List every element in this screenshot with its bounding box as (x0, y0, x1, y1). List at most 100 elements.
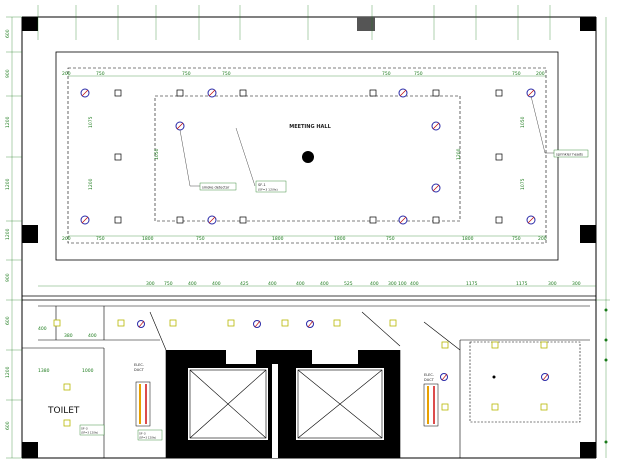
svg-text:400: 400 (88, 333, 97, 339)
sprinkler-icon (207, 215, 217, 225)
columns (22, 17, 596, 458)
svg-text:(SF=3 12/9s): (SF=3 12/9s) (139, 436, 156, 440)
hall-leaders (179, 95, 554, 187)
svg-text:SF-3: SF-3 (139, 432, 146, 436)
svg-text:200: 200 (62, 71, 71, 77)
svg-text:200: 200 (538, 236, 547, 242)
svg-text:750: 750 (512, 236, 521, 242)
svg-text:750: 750 (182, 71, 191, 77)
svg-text:750: 750 (164, 281, 173, 287)
sprinkler-icon (398, 215, 408, 225)
dim-left-9: 600 (5, 421, 11, 430)
toilet-label: TOILET (47, 406, 80, 416)
sprinkler-icon (306, 320, 314, 328)
sprinkler-icon (175, 121, 185, 131)
lower-sprinkler-heads (137, 320, 549, 381)
dim-left-3: 1200 (5, 116, 11, 128)
svg-text:1200: 1200 (456, 148, 462, 160)
svg-text:750: 750 (382, 71, 391, 77)
hall-light-fixtures (114, 89, 503, 224)
lower-dims: 300 750 400 400 425 400 400 400 525 400 … (38, 281, 596, 287)
svg-text:380: 380 (64, 333, 73, 339)
hall-top-dims: 200 750 750 750 750 750 750 200 (62, 71, 546, 77)
svg-text:400: 400 (320, 281, 329, 287)
right-dims (596, 299, 610, 444)
svg-text:1200: 1200 (88, 178, 94, 190)
hall-title: MEETING HALL (289, 124, 331, 130)
svg-text:750: 750 (96, 71, 105, 77)
svg-text:1075: 1075 (520, 178, 526, 190)
svg-text:1050: 1050 (520, 116, 526, 128)
svg-text:425: 425 (240, 281, 249, 287)
svg-text:400: 400 (296, 281, 305, 287)
grid-lines (6, 5, 607, 459)
svg-text:200: 200 (536, 71, 545, 77)
svg-text:1800: 1800 (334, 236, 346, 242)
svg-text:300: 300 (146, 281, 155, 287)
hall-sprinkler-heads (80, 88, 536, 225)
svg-text:1800: 1800 (462, 236, 474, 242)
elec-duct-label-left: ELEC. (134, 363, 144, 367)
sprinkler-icon (541, 373, 549, 381)
lift-lobby-wall (256, 350, 312, 364)
sprinkler-icon (137, 320, 145, 328)
chandelier-icon (302, 151, 314, 163)
lift-core-right (272, 350, 400, 458)
elec-duct-left (135, 381, 151, 427)
sprinkler-icon (526, 88, 536, 98)
svg-text:525: 525 (344, 281, 353, 287)
svg-text:750: 750 (222, 71, 231, 77)
svg-text:300: 300 (388, 281, 397, 287)
sprinkler-icon (440, 373, 448, 381)
hall-inner-dims: 1075 1200 1050 1200 1050 1075 (88, 116, 526, 190)
svg-text:750: 750 (386, 236, 395, 242)
svg-text:300: 300 (548, 281, 557, 287)
ac-tag-hall: SF-1 (258, 183, 266, 187)
left-dimension-labels: 600 900 1200 1200 1200 900 600 1200 600 (5, 29, 11, 430)
svg-text:1380: 1380 (38, 368, 50, 374)
dim-left-2: 900 (5, 69, 11, 78)
sprinkler-icon (526, 215, 536, 225)
sprinkler-heads-label: sprinkler heads (556, 153, 583, 157)
svg-text:1800: 1800 (272, 236, 284, 242)
svg-text:1075: 1075 (88, 116, 94, 128)
dim-left-7: 600 (5, 316, 11, 325)
dim-left-4: 1200 (5, 178, 11, 190)
sprinkler-icon (398, 88, 408, 98)
svg-text:1000: 1000 (82, 368, 94, 374)
svg-text:750: 750 (414, 71, 423, 77)
lower-left-dims: 1380 1000 400 380 400 (38, 326, 97, 374)
dim-left-6: 900 (5, 273, 11, 282)
svg-text:1175: 1175 (466, 281, 478, 287)
dim-left-1: 600 (5, 29, 11, 38)
dim-left-8: 1200 (5, 366, 11, 378)
lift-core-left (166, 350, 272, 458)
lower-ac-tags: SF-3 (SF=3 12/9s) SF-3 (SF=3 12/9s) (79, 424, 163, 441)
svg-text:400: 400 (38, 326, 47, 332)
dim-left-5: 1200 (5, 228, 11, 240)
svg-text:400: 400 (268, 281, 277, 287)
svg-text:750: 750 (196, 236, 205, 242)
svg-text:1175: 1175 (516, 281, 528, 287)
elec-duct-right (423, 383, 439, 427)
svg-text:400: 400 (410, 281, 419, 287)
svg-text:750: 750 (96, 236, 105, 242)
svg-text:750: 750 (512, 71, 521, 77)
sprinkler-icon (431, 183, 441, 193)
sprinkler-icon (80, 88, 90, 98)
svg-text:300: 300 (572, 281, 581, 287)
sprinkler-icon (253, 320, 261, 328)
sprinkler-icon (431, 121, 441, 131)
smoke-detector-label: smoke detector (202, 186, 230, 190)
elec-duct-label-left-b: DUCT (134, 368, 145, 372)
svg-text:200: 200 (62, 236, 71, 242)
svg-text:400: 400 (212, 281, 221, 287)
svg-text:(SF=3 12/9s): (SF=3 12/9s) (81, 431, 98, 435)
lower-light-fixtures (53, 319, 548, 427)
svg-text:1050: 1050 (154, 148, 160, 160)
ac-tag-hall-sub: (SF=3 12/9s) (258, 188, 278, 192)
elec-duct-label-right-b: DUCT (424, 378, 435, 382)
small-diamond-fixtures (492, 375, 496, 379)
svg-text:100: 100 (398, 281, 407, 287)
hall-bottom-dims: 200 750 1800 750 1800 1800 750 1800 750 … (62, 235, 547, 242)
